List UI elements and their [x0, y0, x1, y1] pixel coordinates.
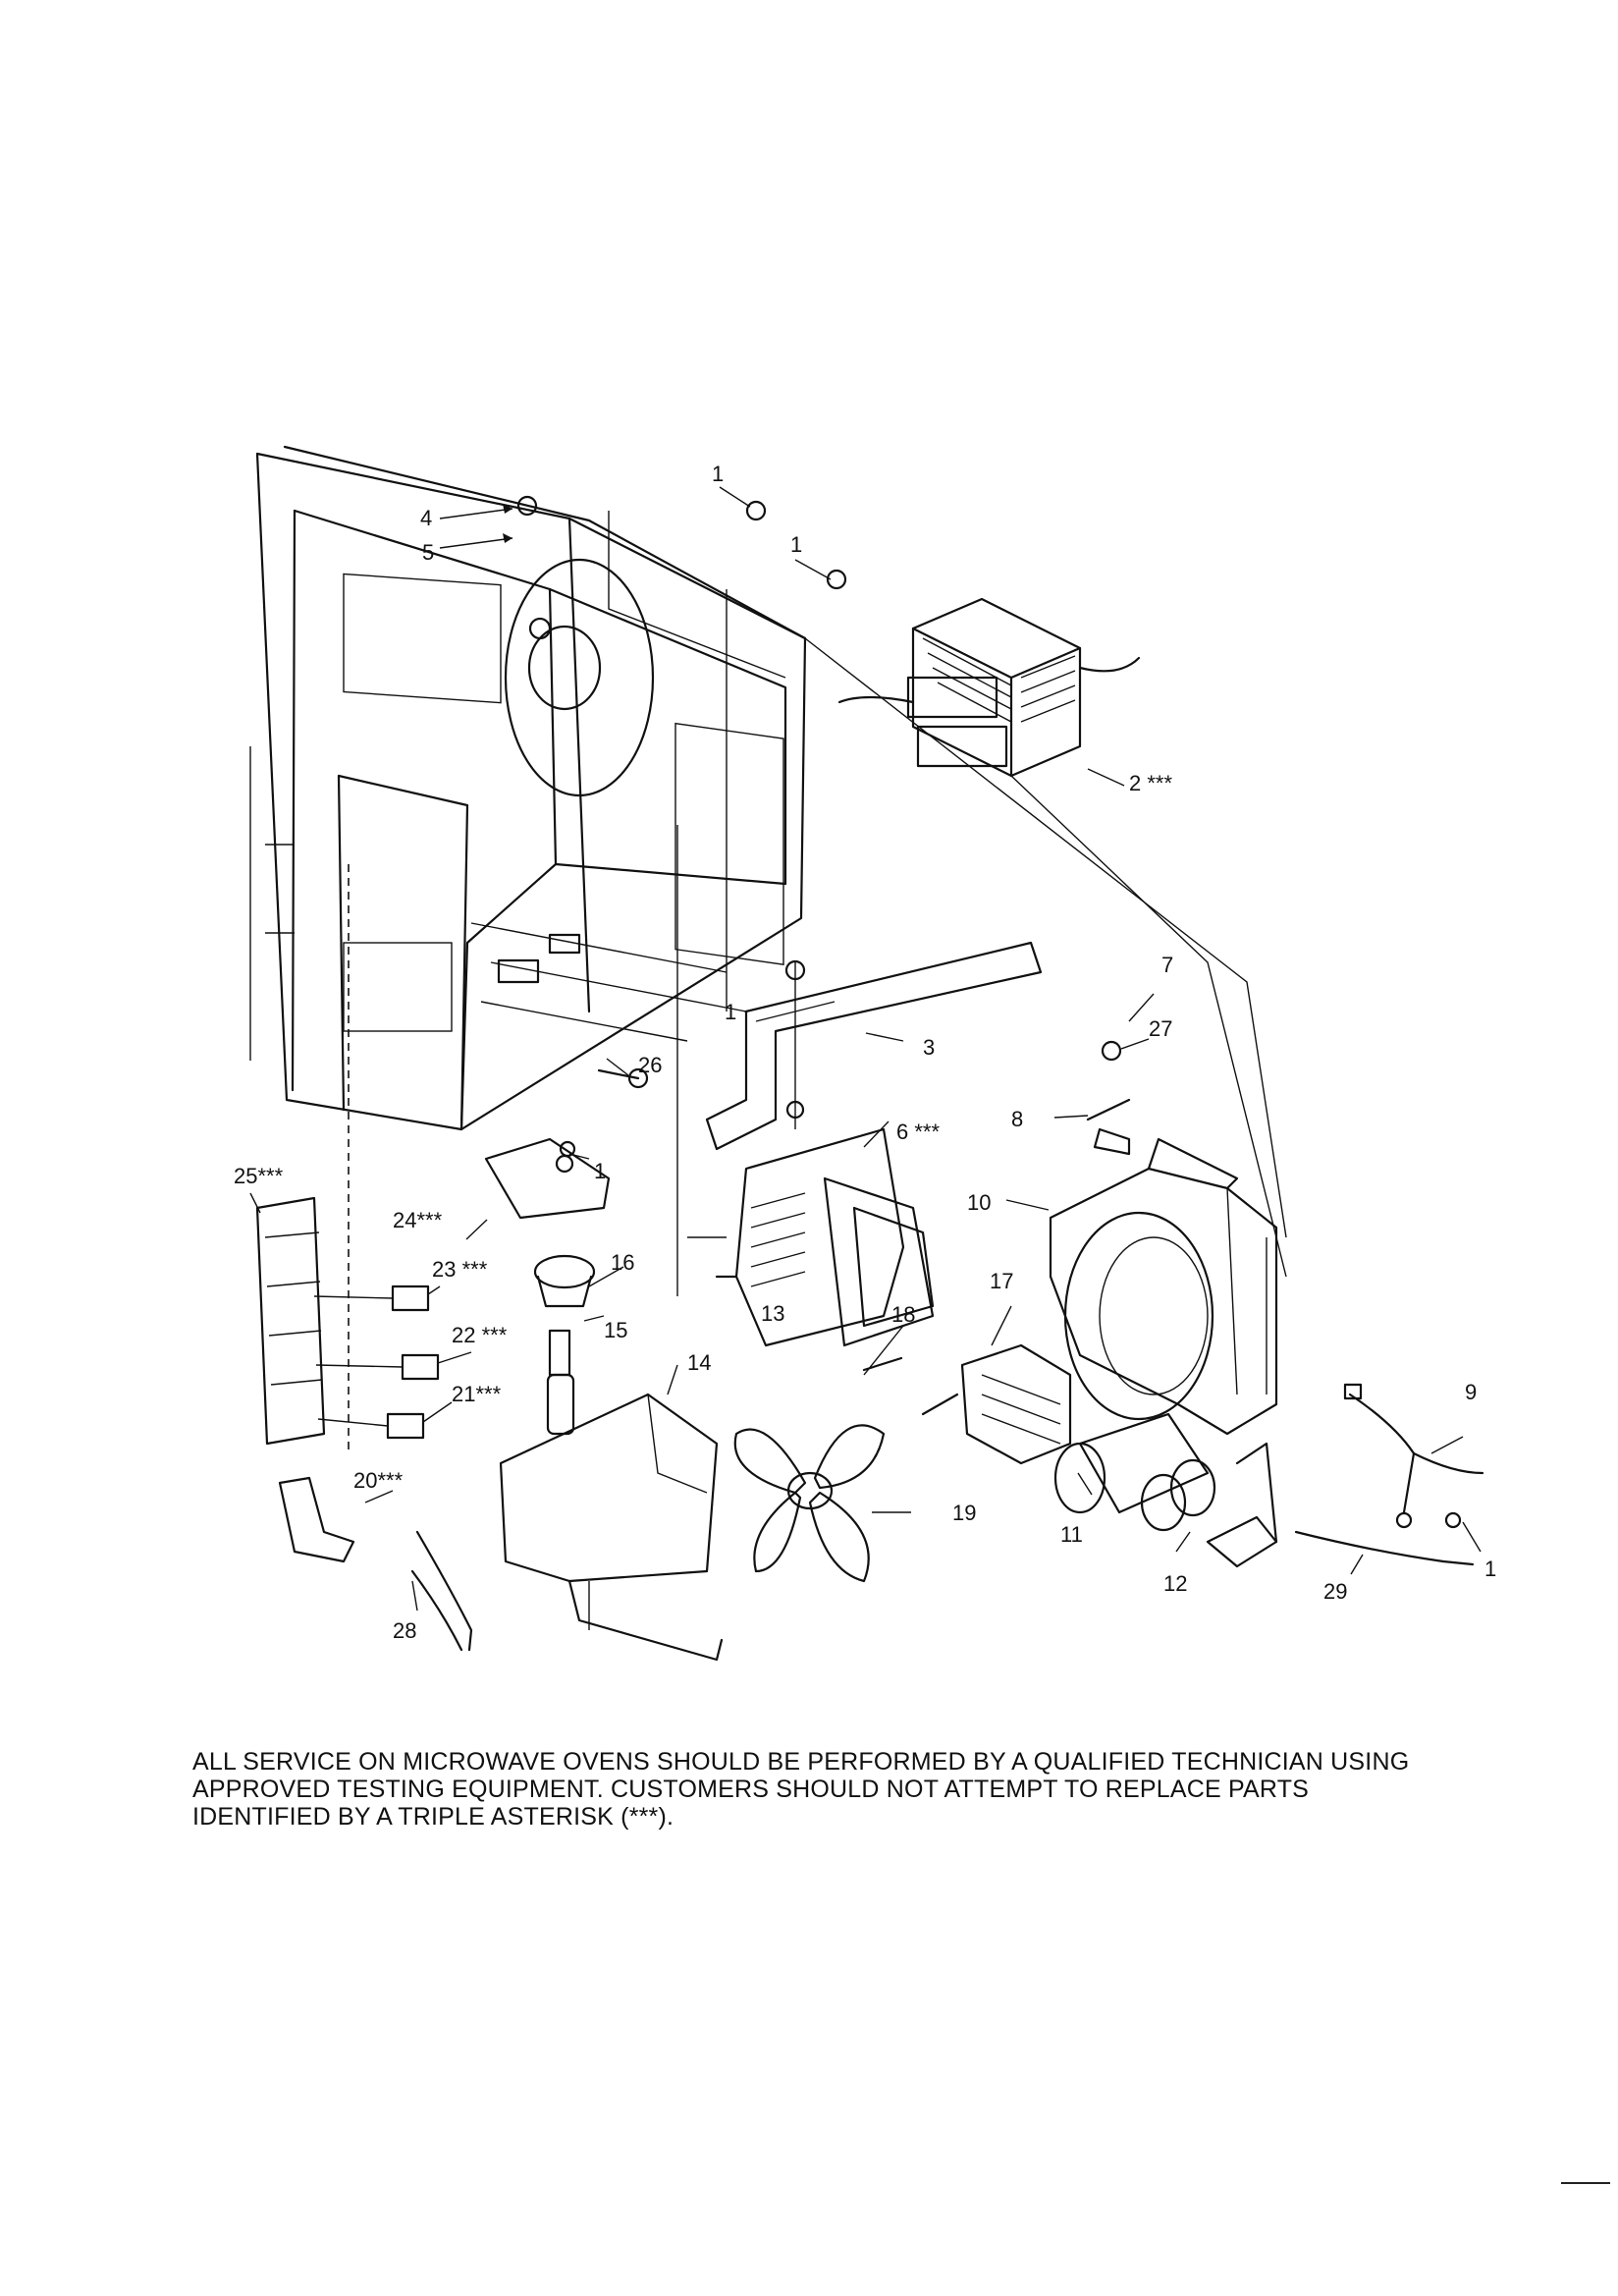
- latch-lever: [278, 1476, 355, 1563]
- callout-18: 18: [891, 1302, 915, 1327]
- callout-1e: 1: [1484, 1557, 1496, 1581]
- callout-1c: 1: [725, 1000, 736, 1024]
- callout-1a: 1: [712, 462, 724, 486]
- notice-line-2: APPROVED TESTING EQUIPMENT. CUSTOMERS SH…: [192, 1776, 1310, 1803]
- callout-20: 20***: [353, 1468, 404, 1493]
- fan-motor: [921, 1343, 1072, 1465]
- leader-lines: [687, 589, 1287, 1278]
- callout-3: 3: [923, 1035, 935, 1060]
- callout-27: 27: [1149, 1016, 1172, 1041]
- wire-harness-9: [1343, 1383, 1484, 1529]
- callout-labels: 1 1 1 1 1 2 *** 3 4 5 6 *** 7 8 9 10 11 …: [234, 462, 1496, 1643]
- callout-arrows: [249, 486, 1482, 1612]
- callout-2: 2 ***: [1129, 771, 1172, 795]
- callout-21: 21***: [452, 1382, 502, 1406]
- lamp-bulb: [546, 1329, 575, 1436]
- magnetron: [734, 962, 935, 1347]
- latch-bracket: [484, 1137, 611, 1220]
- interlock-switches: [313, 1285, 440, 1440]
- callout-13: 13: [761, 1301, 784, 1326]
- transformer: [837, 597, 1141, 778]
- notice-line-3: IDENTIFIED BY A TRIPLE ASTERISK (***).: [192, 1803, 674, 1831]
- lamp-socket: [533, 1254, 596, 1308]
- oven-cavity: [249, 445, 807, 1453]
- callout-26: 26: [638, 1053, 662, 1077]
- callout-28: 28: [393, 1618, 416, 1643]
- callout-22: 22 ***: [452, 1323, 508, 1347]
- fan-blade: [733, 1424, 886, 1583]
- callout-25: 25***: [234, 1164, 284, 1188]
- callout-29: 29: [1323, 1579, 1347, 1604]
- callout-16: 16: [611, 1250, 634, 1275]
- wire-harness-28: [410, 1530, 473, 1652]
- fan-shroud: [1049, 1137, 1278, 1436]
- service-notice: ALL SERVICE ON MICROWAVE OVENS SHOULD BE…: [192, 1748, 1547, 1831]
- callout-14: 14: [687, 1350, 711, 1375]
- callout-23: 23 ***: [432, 1257, 488, 1282]
- callout-6: 6 ***: [896, 1120, 940, 1144]
- air-guide: [499, 1393, 724, 1662]
- bracket: [705, 941, 1043, 1151]
- callout-1b: 1: [790, 532, 802, 557]
- callout-5: 5: [422, 540, 434, 565]
- callout-12: 12: [1163, 1571, 1187, 1596]
- callout-11: 11: [1060, 1522, 1083, 1547]
- notice-line-1: ALL SERVICE ON MICROWAVE OVENS SHOULD BE…: [192, 1748, 1410, 1776]
- wire-harness-29: [1294, 1530, 1475, 1566]
- capacitor: [1053, 1412, 1216, 1532]
- callout-9: 9: [1465, 1380, 1477, 1404]
- callout-24: 24***: [393, 1208, 443, 1232]
- callout-17: 17: [990, 1269, 1013, 1293]
- callout-7: 7: [1161, 953, 1173, 977]
- screws: [516, 495, 1462, 1529]
- page-corner-mark: [1561, 2182, 1610, 2184]
- callout-1d: 1: [594, 1159, 606, 1183]
- callout-10: 10: [967, 1190, 991, 1215]
- latch-board: [255, 1196, 326, 1446]
- capacitor-bracket: [1206, 1442, 1278, 1568]
- callout-15: 15: [604, 1318, 627, 1342]
- callout-19: 19: [952, 1501, 976, 1525]
- callout-8: 8: [1011, 1107, 1023, 1131]
- callout-4: 4: [420, 506, 432, 530]
